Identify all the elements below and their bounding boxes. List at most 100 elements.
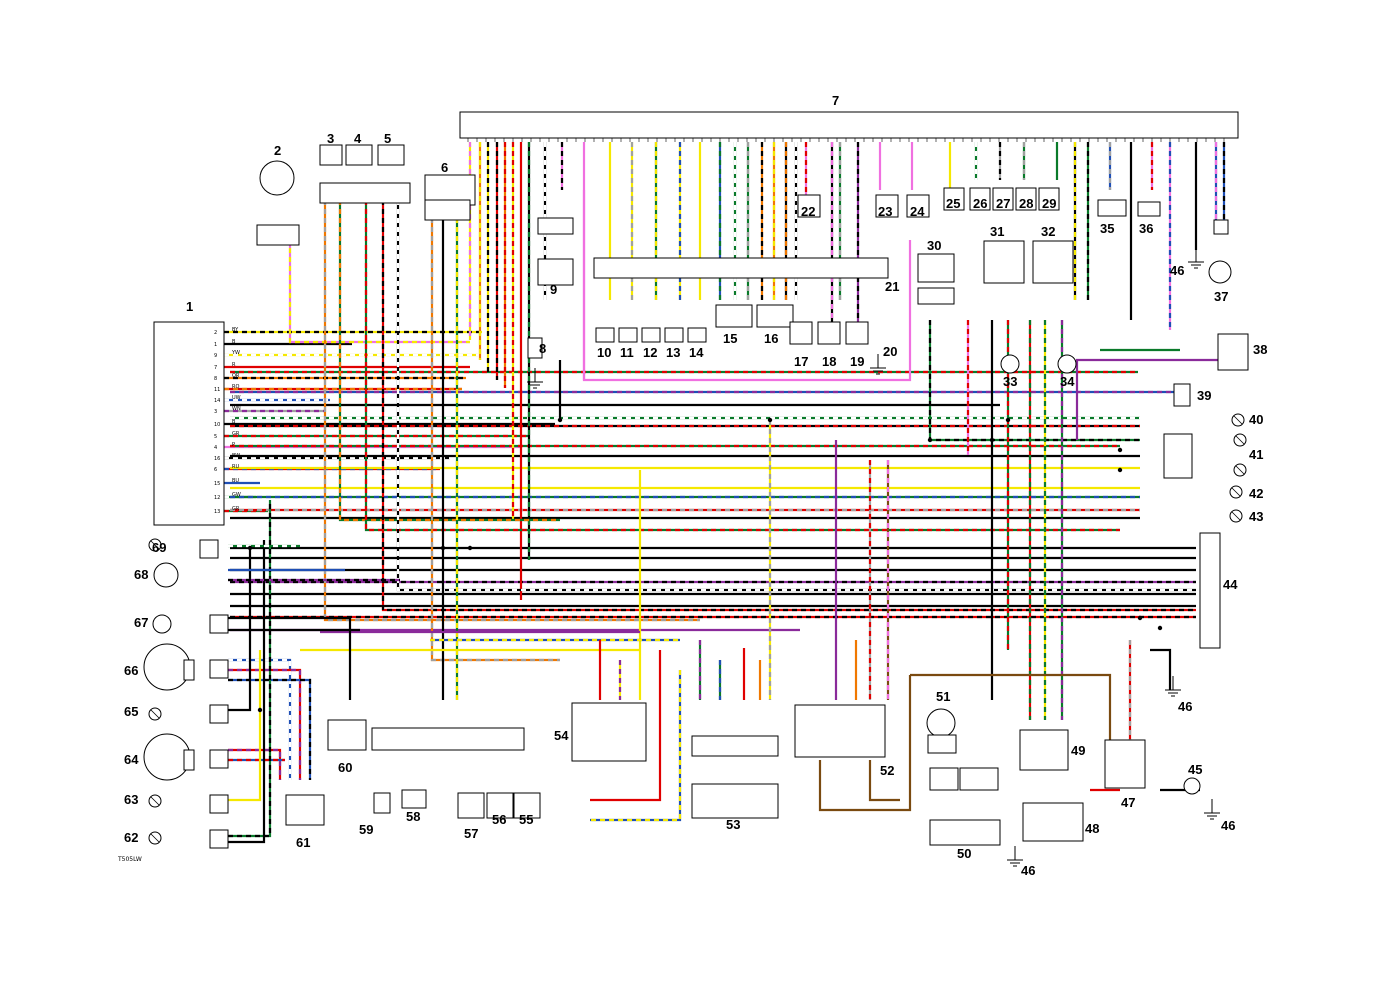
label-27: 27 [996, 196, 1010, 211]
switch-59 [373, 792, 391, 814]
label-24: 24 [910, 204, 925, 219]
dash-pin-number: 12 [214, 495, 220, 501]
dash-pin-code: P [232, 442, 235, 448]
label-48: 48 [1085, 821, 1099, 836]
wire [1075, 358, 1220, 440]
label-54: 54 [554, 728, 569, 743]
label-35: 35 [1100, 221, 1114, 236]
connector-38 [1217, 333, 1249, 371]
wire-stripe [338, 200, 560, 522]
alternator-51 [926, 708, 956, 738]
junction-dot [1137, 615, 1143, 621]
connector [209, 829, 229, 849]
junction-dot [247, 545, 253, 551]
dash-pin-number: 6 [214, 467, 217, 473]
sensor [992, 187, 1014, 211]
dash-pin-code: RU [232, 464, 239, 470]
wire-stripe [430, 200, 560, 662]
sensor-37 [1208, 260, 1232, 284]
wire-stripe [323, 200, 700, 622]
dash-pin-code: BW [232, 453, 240, 459]
relay-31 [983, 240, 1025, 284]
connector [209, 794, 229, 814]
label-39: 39 [1197, 388, 1211, 403]
relay-30 [917, 253, 955, 283]
component-layer [143, 138, 1249, 867]
wire [1150, 648, 1172, 690]
sensor [845, 321, 869, 345]
dash-pin-code: RO [232, 384, 239, 390]
dash-pin-code: OR [232, 373, 240, 379]
wire-stripe [228, 748, 282, 780]
injector [618, 327, 638, 343]
connector-15 [715, 304, 753, 328]
wire [582, 190, 912, 382]
sensor [969, 187, 991, 211]
dash-pin-code: GR [232, 506, 240, 512]
horn-45 [1183, 777, 1201, 795]
fusebox-54 [571, 702, 647, 762]
label-ground-48: 46 [1021, 863, 1035, 878]
label-42: 42 [1249, 486, 1263, 501]
label-9: 9 [550, 282, 557, 297]
label-34: 34 [1060, 374, 1075, 389]
bulb-filament [1231, 487, 1241, 497]
junction-dot [440, 545, 446, 551]
wire [228, 748, 282, 780]
junction-dot [467, 545, 473, 551]
label-57: 57 [464, 826, 478, 841]
horn-68 [153, 562, 179, 588]
dash-pin-number: 8 [214, 376, 217, 382]
component-labels: 1 2 3 4 5 6 7 8 9 10 11 12 13 14 15 16 1… [117, 93, 1267, 878]
wire [928, 320, 1140, 442]
label-61: 61 [296, 835, 310, 850]
connector-35 [1097, 199, 1127, 217]
dash-pin-number: 11 [214, 387, 220, 393]
relay-32 [1032, 240, 1074, 284]
injector [687, 327, 707, 343]
label-30: 30 [927, 238, 941, 253]
label-33: 33 [1003, 374, 1017, 389]
label-52: 52 [880, 763, 894, 778]
label-63: 63 [124, 792, 138, 807]
dash-pin-code: B [232, 339, 236, 345]
wire-stripe [228, 500, 272, 838]
junction-dot [1005, 417, 1011, 423]
dash-pin-number: 7 [214, 365, 217, 371]
wire [228, 616, 352, 700]
wire-stripe [228, 668, 302, 780]
label-1: 1 [186, 299, 193, 314]
label-31: 31 [990, 224, 1004, 239]
sensor [789, 321, 813, 345]
switch-box [377, 144, 405, 166]
wire-stripe [396, 200, 1196, 592]
connector [1213, 219, 1229, 235]
label-28: 28 [1019, 196, 1033, 211]
label-56: 56 [492, 812, 506, 827]
connector [917, 287, 955, 305]
switch-58 [401, 789, 427, 809]
fusebox-52 [794, 704, 886, 758]
label-53: 53 [726, 817, 740, 832]
label-51: 51 [936, 689, 950, 704]
connector [927, 734, 957, 754]
label-23: 23 [878, 204, 892, 219]
wire-stripe [590, 670, 682, 822]
wire [868, 760, 900, 802]
connector [929, 767, 959, 791]
sensor [1038, 187, 1060, 211]
ecm-connector [459, 111, 1239, 139]
label-40: 40 [1249, 412, 1263, 427]
wire [228, 650, 262, 802]
label-26: 26 [973, 196, 987, 211]
label-4: 4 [354, 131, 362, 146]
label-45: 45 [1188, 762, 1202, 777]
wire-stripe [288, 230, 470, 344]
sensor [906, 194, 930, 218]
label-ground-44: 46 [1178, 699, 1192, 714]
relay-47 [1104, 739, 1146, 789]
connector-39 [1173, 383, 1191, 407]
switch-box [345, 144, 373, 166]
relay-61 [285, 794, 325, 826]
label-60: 60 [338, 760, 352, 775]
